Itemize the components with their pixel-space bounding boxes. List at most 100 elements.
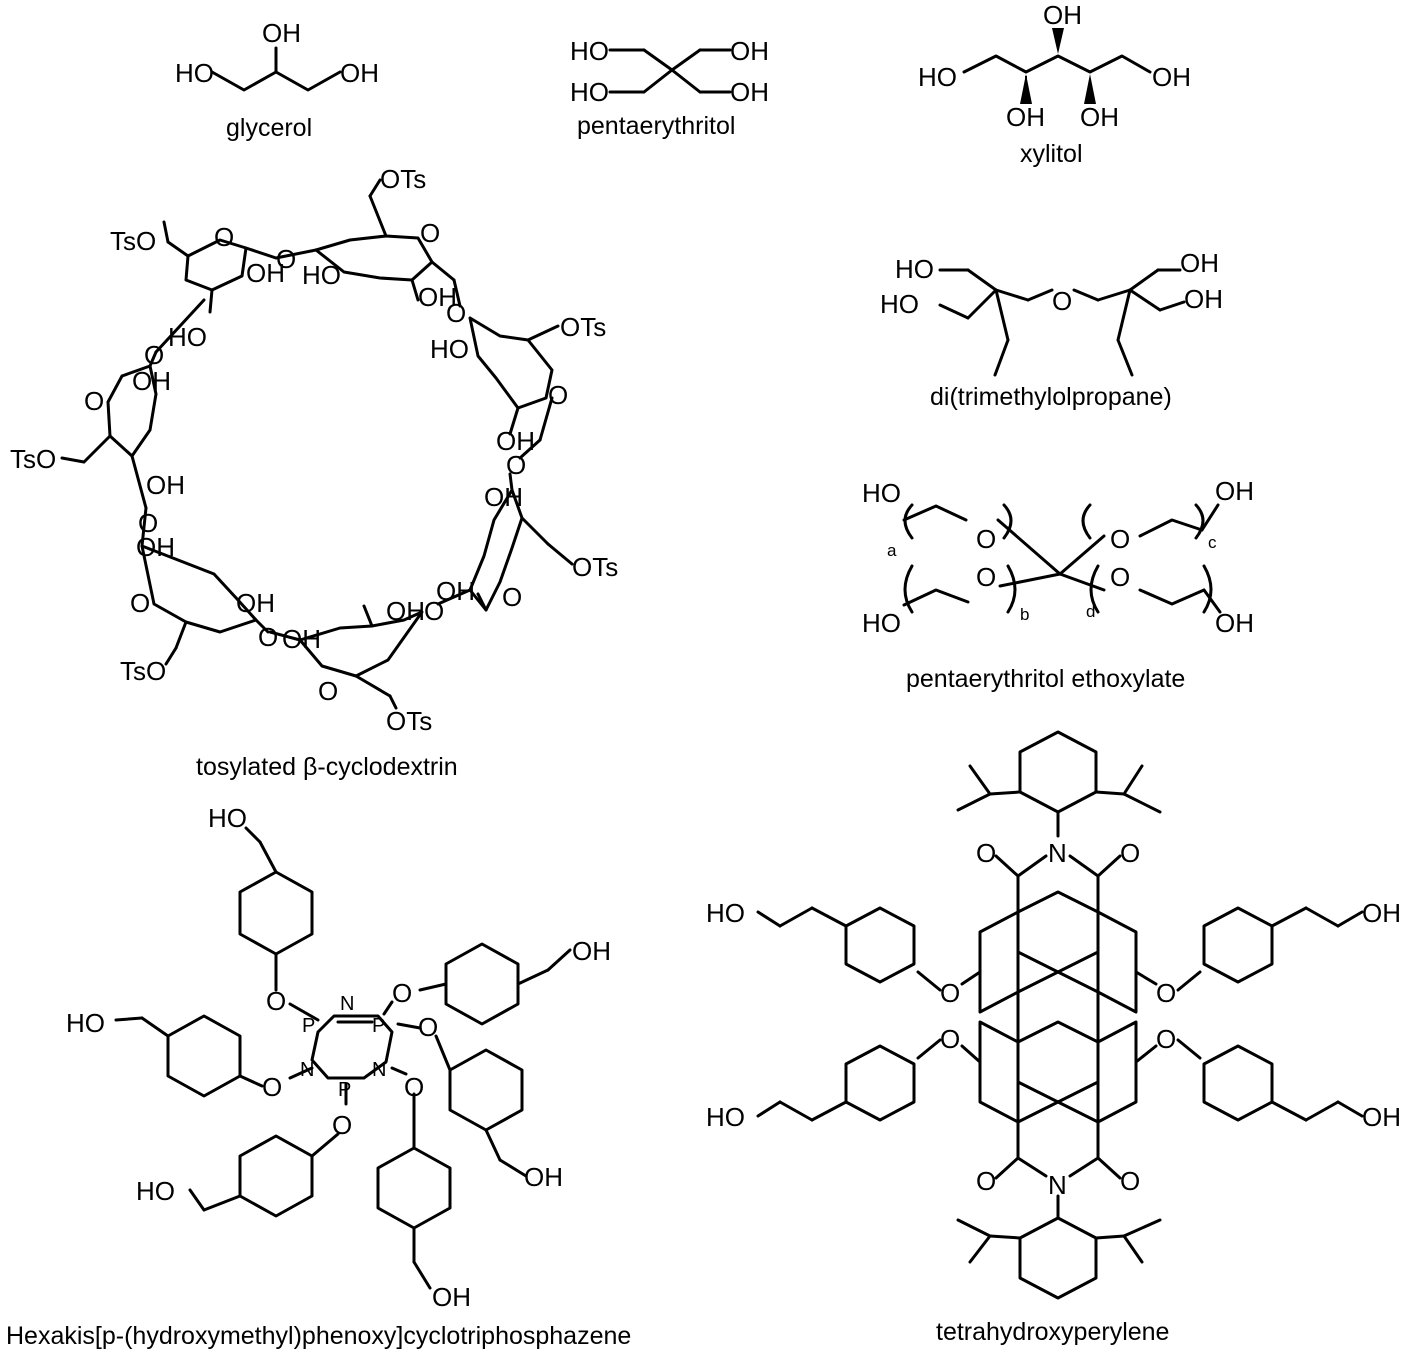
phz-p-3: P: [338, 1079, 351, 1101]
pe-ho-1: HO: [570, 36, 609, 66]
caption-pentaerythritol: pentaerythritol: [577, 112, 735, 140]
phz-oh-2: OH: [524, 1162, 563, 1192]
pery-n-1: N: [1048, 838, 1067, 868]
di-tmp-structure: HO HO O OH OH di(trimethylolpropane): [880, 248, 1223, 411]
pentaerythritol-structure: HO HO OH OH pentaerythritol: [570, 36, 769, 140]
phz-ho-2: HO: [66, 1008, 105, 1038]
caption-di-tmp: di(trimethylolpropane): [930, 383, 1172, 411]
phz-ho-1: HO: [208, 803, 247, 833]
cd-ots-1: OTs: [380, 164, 426, 194]
peeth-index-b: b: [1020, 605, 1029, 624]
cd-ho-3: HO: [430, 334, 469, 364]
cd-ring-o-4: O: [548, 380, 568, 410]
peeth-oh-top: OH: [1215, 476, 1254, 506]
glycerol-oh-right: OH: [340, 58, 379, 88]
cd-link-o-1: O: [276, 244, 296, 274]
peeth-index-d: d: [1086, 602, 1095, 621]
phosphazene-structure: HO OH O O N P P O HO N N O P O O OH HO O…: [6, 803, 631, 1350]
pe-oh-2: OH: [730, 77, 769, 107]
pery-o-1: O: [940, 978, 960, 1008]
cd-link-o-4: O: [506, 450, 526, 480]
peeth-o-1: O: [976, 524, 996, 554]
pery-ho-1: HO: [706, 898, 745, 928]
caption-glycerol: glycerol: [226, 114, 312, 142]
pery-co-o-3: O: [976, 1166, 996, 1196]
caption-phosphazene: Hexakis[p-(hydroxymethyl)phenoxy]cyclotr…: [6, 1322, 631, 1350]
cd-oh-10: OH: [386, 596, 425, 626]
xylitol-oh-bottom-2: OH: [1080, 102, 1119, 132]
cd-ots-2: OTs: [560, 312, 606, 342]
glycerol-ho-left: HO: [175, 58, 214, 88]
cd-oh-3: OH: [132, 366, 171, 396]
cd-ho-2: HO: [168, 322, 207, 352]
phz-o-3: O: [418, 1012, 438, 1042]
ditmp-ho-1: HO: [895, 254, 934, 284]
phz-o-5: O: [404, 1072, 424, 1102]
cd-oh-5: OH: [146, 470, 185, 500]
phz-n-1: N: [340, 993, 354, 1015]
caption-perylene: tetrahydroxyperylene: [936, 1318, 1169, 1346]
cd-ring-o-6: O: [130, 588, 150, 618]
cd-link-o-7: O: [258, 622, 278, 652]
cd-ring-o-3: O: [84, 386, 104, 416]
phz-o-1: O: [266, 986, 286, 1016]
cd-tso-1: TsO: [110, 226, 156, 256]
xylitol-structure: HO OH OH OH OH xylitol: [918, 0, 1191, 168]
cd-ring-o-1: O: [214, 222, 234, 252]
caption-xylitol: xylitol: [1020, 140, 1083, 168]
cd-ho-1: HO: [302, 260, 341, 290]
pery-co-o-2: O: [1120, 838, 1140, 868]
cd-oh-8: OH: [436, 576, 475, 606]
peeth-oh-bottom: OH: [1215, 608, 1254, 638]
pe-ho-2: HO: [570, 77, 609, 107]
cd-oh-6: OH: [484, 482, 523, 512]
peeth-o-2: O: [1110, 524, 1130, 554]
cd-tso-3: TsO: [120, 656, 166, 686]
cd-oh-7: OH: [136, 532, 175, 562]
cd-oh-2: OH: [418, 282, 457, 312]
pery-co-o-4: O: [1120, 1166, 1140, 1196]
pery-oh-1: OH: [1362, 898, 1401, 928]
perylene-structure: O N O HO OH O O O O HO OH O N O tetrahyd…: [706, 730, 1401, 1346]
cd-oh-4: OH: [496, 426, 535, 456]
phz-o-6: O: [332, 1110, 352, 1140]
xylitol-oh-right: OH: [1152, 62, 1191, 92]
peeth-index-a: a: [887, 541, 897, 560]
phz-n-3: N: [372, 1059, 386, 1081]
phz-o-2: O: [392, 978, 412, 1008]
phz-p-1: P: [302, 1015, 315, 1037]
pery-n-2: N: [1048, 1170, 1067, 1200]
xylitol-oh-top: OH: [1043, 0, 1082, 30]
cyclodextrin-structure: OTs TsO O OH O HO O OH O HO OTs HO O OH …: [10, 164, 618, 781]
phz-p-2: P: [372, 1015, 385, 1037]
caption-cyclodextrin: tosylated β-cyclodextrin: [196, 753, 458, 781]
phz-n-2: N: [300, 1059, 314, 1081]
cd-tso-2: TsO: [10, 444, 56, 474]
peeth-ho-bottom: HO: [862, 608, 901, 638]
peeth-o-3: O: [976, 562, 996, 592]
cd-link-o-2: O: [446, 298, 466, 328]
xylitol-oh-bottom-1: OH: [1006, 102, 1045, 132]
pery-oh-2: OH: [1362, 1102, 1401, 1132]
peeth-o-4: O: [1110, 562, 1130, 592]
pe-oh-1: OH: [730, 36, 769, 66]
cd-link-o-5: O: [138, 508, 158, 538]
cd-ring-o-5: O: [502, 582, 522, 612]
pe-ethoxylate-structure: HO O O OH O O HO OH a b c d pentaerythri…: [862, 476, 1254, 693]
cd-ring-o-7: O: [318, 676, 338, 706]
ditmp-oh-2: OH: [1184, 284, 1223, 314]
xylitol-ho-left: HO: [918, 62, 957, 92]
ditmp-oh-1: OH: [1180, 248, 1219, 278]
pery-o-3: O: [940, 1024, 960, 1054]
pery-ho-2: HO: [706, 1102, 745, 1132]
ditmp-ether-o: O: [1052, 286, 1072, 316]
cd-link-o-6: O: [424, 596, 444, 626]
cd-oh-11: OH: [282, 624, 321, 654]
glycerol-structure: HO OH OH glycerol: [175, 18, 379, 142]
cd-ots-4: OTs: [386, 706, 432, 736]
glycerol-oh-top: OH: [262, 18, 301, 48]
pery-o-2: O: [1156, 978, 1176, 1008]
peeth-index-c: c: [1208, 533, 1217, 552]
